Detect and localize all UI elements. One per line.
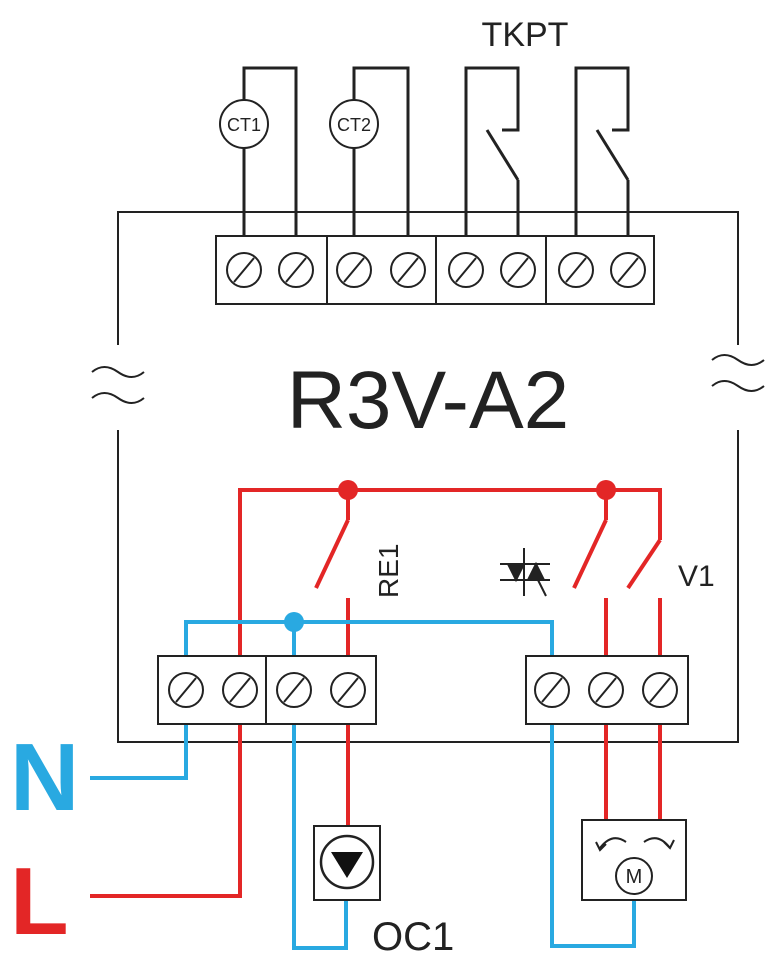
terminal-screw	[226, 252, 646, 288]
tkpt-label: TKPT	[482, 16, 569, 54]
motor-label: M	[626, 866, 643, 888]
mains-terminal-block	[157, 655, 377, 725]
device-title: R3V-A2	[287, 355, 570, 446]
junction-dot	[284, 612, 304, 632]
top-terminal-block	[215, 235, 655, 305]
triac-icon	[500, 548, 550, 597]
device-frame-bottom	[117, 430, 739, 743]
wave-break-icon	[91, 354, 765, 404]
device-frame-top	[117, 211, 739, 345]
ct2-sensor: CT2	[329, 99, 379, 149]
sensor-wires	[242, 66, 630, 264]
pump-icon	[313, 825, 381, 901]
re1-label: RE1	[373, 544, 404, 598]
oc1-label: OC1	[372, 915, 454, 959]
ct2-label: CT2	[337, 115, 371, 135]
ct1-sensor: CT1	[219, 99, 269, 149]
junction-dot	[338, 480, 358, 500]
valve-terminal-block	[525, 655, 689, 725]
junction-dot	[596, 480, 616, 500]
ct1-label: CT1	[227, 115, 261, 135]
neutral-label: N	[10, 724, 79, 831]
v1-label: V1	[678, 560, 715, 593]
motor-icon: M	[581, 819, 687, 901]
live-label: L	[10, 848, 69, 955]
